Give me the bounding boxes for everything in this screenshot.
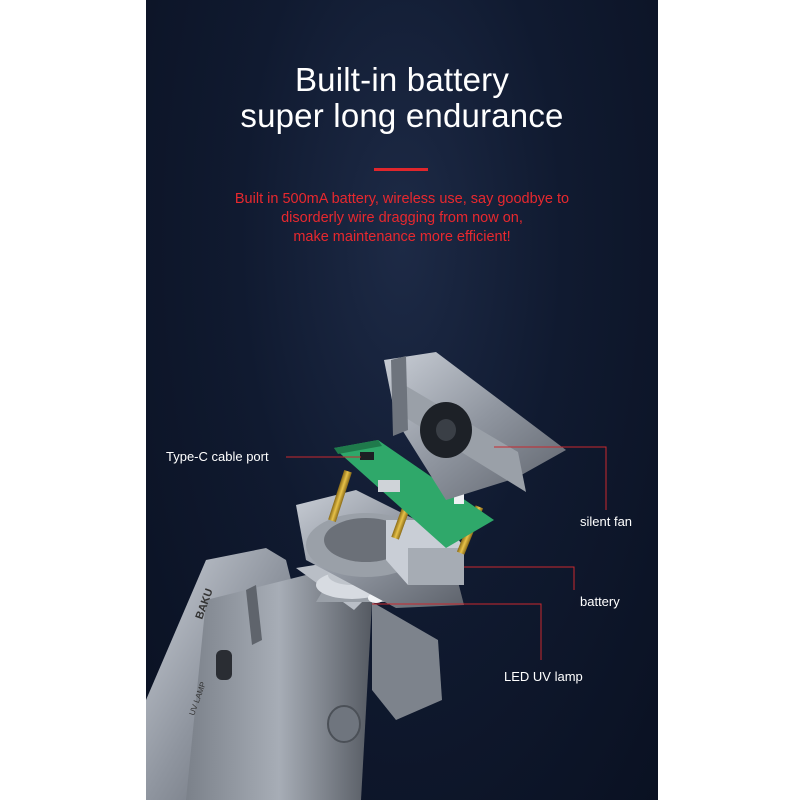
type-c-port [360,452,374,460]
leader-battery [464,566,575,590]
handle-body: BAKU UV LAMP [146,548,442,800]
leader-fan [494,446,607,510]
description-line-2: disorderly wire dragging from now on, [281,210,523,226]
callout-battery: battery [580,594,620,609]
callout-leader-lines [286,446,607,660]
leader-led [372,603,542,660]
callout-silent-fan: silent fan [580,514,633,529]
accent-divider [374,168,428,171]
callout-led-uv-lamp: LED UV lamp [504,669,583,684]
pcb-board [334,440,494,548]
exploded-device-illustration: BAKU UV LAMP [146,352,607,800]
description-line-1: Built in 500mA battery, wireless use, sa… [234,191,570,207]
product-poster: Built-in battery super long endurance Bu… [146,0,658,800]
side-button [327,705,361,743]
callout-type-c-port: Type-C cable port [166,449,269,464]
headline-line-1: Built-in battery [294,61,510,98]
switch-toggle [216,650,232,680]
headline-line-2: super long endurance [240,97,564,134]
description-line-3: make maintenance more efficient! [293,229,511,245]
fan-assembly [384,352,566,500]
